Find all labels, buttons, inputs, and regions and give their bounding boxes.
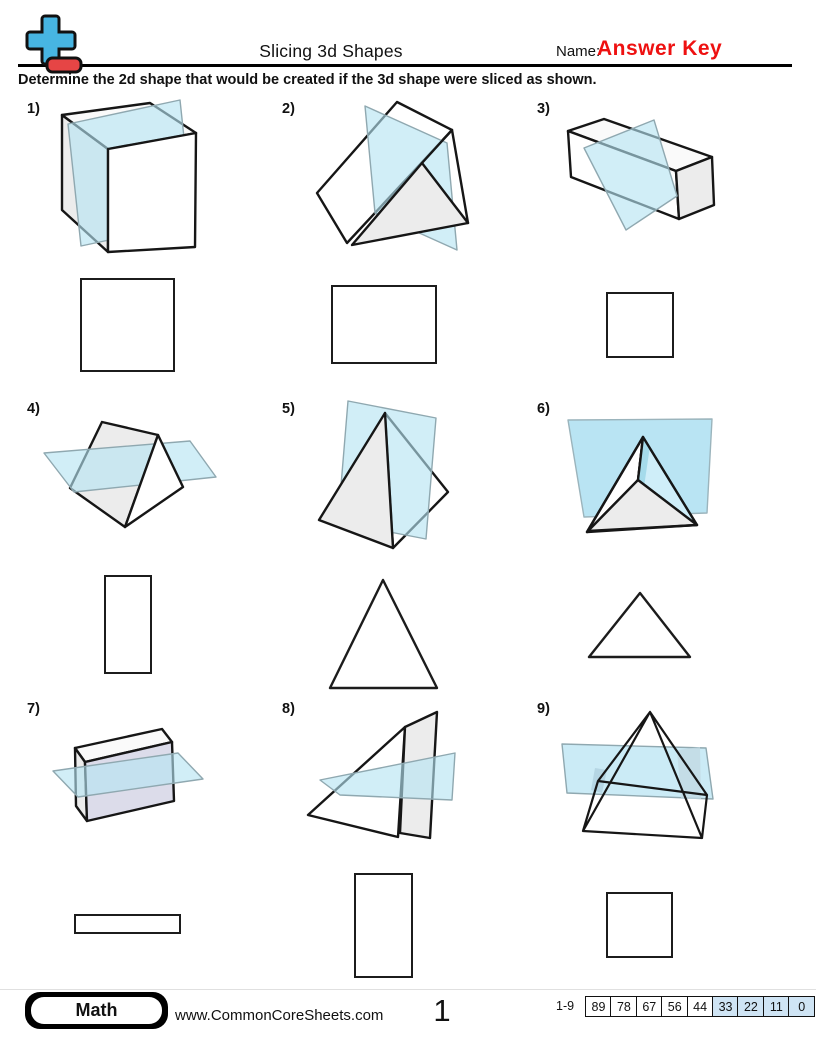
page-title: Slicing 3d Shapes (259, 41, 403, 61)
score-table: 89 78 67 56 44 33 22 11 0 (585, 996, 816, 1017)
slice-plane (319, 752, 456, 801)
problem-9-number: 9) (537, 701, 550, 717)
figure-6-triangular-prism (567, 418, 713, 534)
problem-5-number: 5) (282, 401, 295, 417)
score-cell: 67 (635, 996, 663, 1017)
figure-5-pyramid (317, 400, 450, 550)
name-label: Name: (556, 43, 601, 60)
answer-7-rectangle (74, 914, 181, 934)
figure-7-slab (52, 727, 204, 823)
page-number: 1 (433, 993, 451, 1028)
footer-divider (0, 989, 816, 990)
score-range-label: 1-9 (556, 999, 575, 1013)
slice-plane (52, 752, 204, 798)
score-cell: 11 (762, 996, 790, 1017)
answer-8-rectangle (354, 873, 413, 978)
answer-6-triangle (587, 591, 692, 659)
score-cell: 33 (712, 996, 740, 1017)
figure-9-wireframe-pyramid (561, 710, 714, 840)
score-cell: 89 (585, 996, 612, 1017)
figure-1-cube (60, 99, 198, 254)
score-cell: 56 (661, 996, 689, 1017)
header-divider (18, 64, 792, 67)
figure-8-upright-prism (306, 710, 456, 840)
score-cell: 44 (686, 996, 714, 1017)
subject-badge: Math (25, 992, 168, 1029)
score-cell: 0 (788, 996, 816, 1017)
problem-8-number: 8) (282, 701, 295, 717)
problem-1-number: 1) (27, 101, 40, 117)
figure-3-rectangular-prism (566, 117, 716, 231)
problem-6-number: 6) (537, 401, 550, 417)
answer-key-text: Answer Key (597, 37, 723, 60)
subject-badge-label: Math (31, 997, 162, 1024)
commoncoresheets-logo-icon (25, 14, 83, 74)
problem-3-number: 3) (537, 101, 550, 117)
problem-2-number: 2) (282, 101, 295, 117)
answer-3-square (606, 292, 674, 358)
score-cell: 22 (737, 996, 765, 1017)
website-text: www.CommonCoreSheets.com (175, 1007, 384, 1024)
answer-2-rectangle (331, 285, 437, 364)
answer-5-triangle (328, 578, 439, 690)
answer-1-square (80, 278, 175, 372)
slice-plane (583, 119, 678, 231)
answer-9-square (606, 892, 673, 958)
slice-plane (43, 440, 217, 493)
problem-4-number: 4) (27, 401, 40, 417)
score-cell: 78 (610, 996, 638, 1017)
figure-2-wedge (315, 100, 470, 251)
instruction-text: Determine the 2d shape that would be cre… (18, 72, 597, 88)
figure-4-tent-prism (43, 420, 217, 529)
answer-4-rectangle (104, 575, 152, 674)
problem-7-number: 7) (27, 701, 40, 717)
